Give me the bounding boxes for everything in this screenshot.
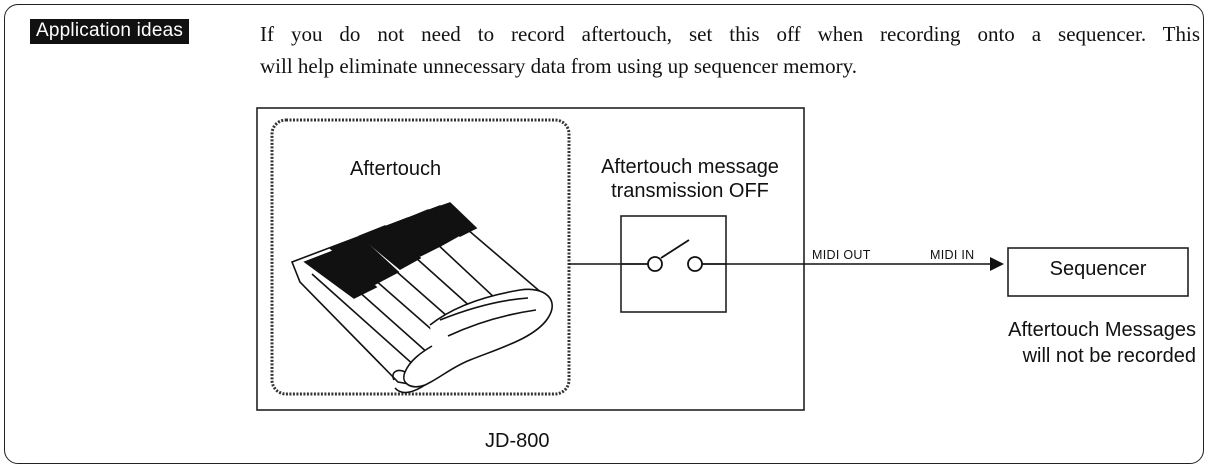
application-ideas-label: Application ideas [30,19,190,44]
description-line-2: will help eliminate unnecessary data fro… [260,54,857,78]
midi-out-label: MIDI OUT [812,248,871,262]
aftertouch-label: Aftertouch [350,158,442,180]
switch-label-line-2: transmission OFF [611,180,769,202]
midi-arrow-icon [990,257,1004,271]
description-paragraph: If you do not need to record aftertouch,… [260,18,1200,82]
sequencer-label: Sequencer [1049,258,1147,280]
aftertouch-panel [270,118,571,396]
switch-label-line-1: Aftertouch message [601,156,779,178]
description-line-1: If you do not need to record aftertouch,… [260,22,1200,46]
midi-in-label: MIDI IN [930,248,975,262]
keyboard-hand-icon [290,202,553,394]
application-ideas-box [4,4,1204,464]
sequencer-box [1007,247,1189,297]
note-line-2: will not be recorded [1022,345,1196,367]
note-line-1: Aftertouch Messages [1008,319,1196,341]
off-switch-icon [621,239,726,272]
device-label: JD-800 [485,430,550,452]
jd800-device-box [256,107,805,411]
